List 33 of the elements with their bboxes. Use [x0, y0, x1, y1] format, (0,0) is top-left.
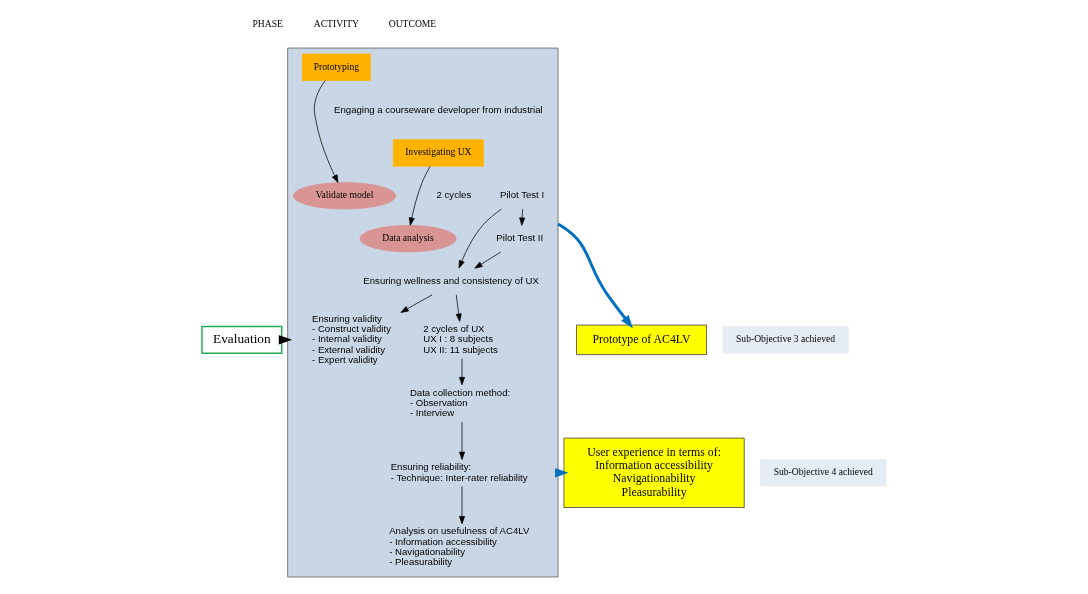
- node-box: Investigating UX: [392, 139, 484, 167]
- node-text: Data collection method: - Observation - Interview: [409, 386, 511, 419]
- node-text: Ensuring reliability: - Technique: Inter-rater reliability: [390, 461, 528, 483]
- arrow: [455, 294, 462, 322]
- label: PHASE: [252, 17, 283, 29]
- node-text: Ensuring wellness and consistency of UX: [363, 275, 539, 286]
- node-text: 2 cycles of UX UX I : 8 subjects UX II: 11 subjects: [423, 323, 498, 355]
- arrow: [400, 294, 433, 313]
- arrow: [519, 208, 526, 226]
- node-ellipse: Data analysis: [359, 224, 457, 253]
- arrow: [474, 251, 502, 269]
- arrow: [557, 222, 634, 329]
- node-text: Ensuring validity - Construct validity - Internal validity - External validity - Expert validity: [312, 312, 391, 366]
- node-box: User experience in terms of: Information accessibility Navigationability Pleasurability: [563, 437, 745, 508]
- arrow: [458, 208, 502, 269]
- label: Engaging a courseware developer from industrial: [334, 103, 543, 115]
- label: OUTCOME: [388, 17, 437, 29]
- node-text: Pilot Test I: [500, 189, 545, 201]
- arrow: [459, 421, 465, 460]
- arrow: [459, 358, 465, 386]
- node-text: Analysis on usefulness of AC4LV - Information accessibility - Navigationability - Pleasurability: [389, 525, 530, 568]
- node-text: Pilot Test II: [496, 232, 544, 244]
- node-box: Prototype of AC4LV: [576, 324, 707, 355]
- label: 2 cycles: [436, 189, 472, 201]
- arrow: [408, 166, 431, 226]
- label: ACTIVITY: [313, 17, 360, 29]
- cluster: [287, 47, 559, 578]
- node-ellipse: Validate model: [292, 182, 397, 210]
- node-box: Prototyping: [302, 53, 371, 81]
- node-label: Sub-Objective 4 achieved: [773, 466, 873, 478]
- node-label: Sub-Objective 3 achieved: [736, 333, 836, 345]
- arrow: [313, 80, 339, 183]
- arrow: [459, 485, 465, 525]
